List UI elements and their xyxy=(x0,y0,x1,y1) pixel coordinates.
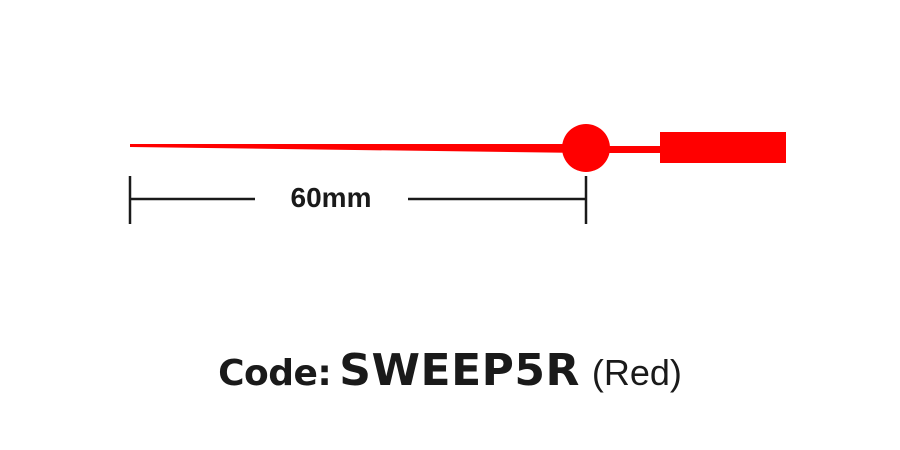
dimension-label: 60mm xyxy=(291,182,372,213)
hand-pointer xyxy=(130,144,585,153)
dimension-marker xyxy=(128,176,588,224)
sweep-hand xyxy=(130,124,786,172)
code-variant: (Red) xyxy=(591,352,682,393)
hand-neck xyxy=(585,146,665,153)
hand-hub xyxy=(562,124,610,172)
code-prefix: Code: xyxy=(218,353,332,394)
hand-counterweight xyxy=(660,132,786,163)
product-code-line: Code:SWEEP5R (Red) xyxy=(0,345,900,396)
code-value: SWEEP5R xyxy=(339,345,580,396)
